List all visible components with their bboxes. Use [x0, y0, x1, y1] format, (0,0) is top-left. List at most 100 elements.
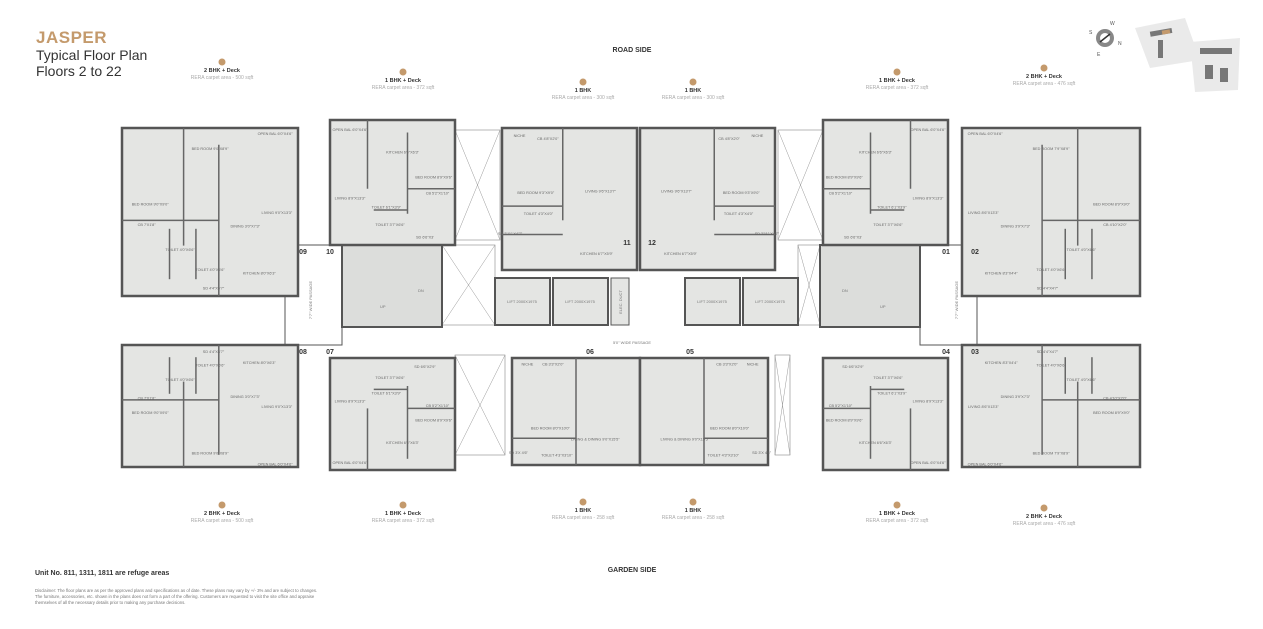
unit-area: RERA carpet area - 372 sqft — [372, 518, 435, 524]
room-label: BED ROOM 9'0"X9'0" — [132, 411, 170, 415]
unit-number: 10 — [326, 249, 334, 256]
room-label: SD 3'X 4'6" — [509, 451, 529, 455]
unit-area: RERA carpet area - 258 sqft — [662, 515, 725, 521]
room-label: SD 4'4"X4'7" — [1037, 350, 1059, 354]
unit-09[interactable]: BED ROOM 9'0"X9'0"BED ROOM 9'0"X8'9"CB 7… — [120, 126, 307, 298]
room-label: BED ROOM 9'0"X8'9" — [192, 147, 230, 151]
unit-02[interactable]: BED ROOM 8'9"X9'0"BED ROOM 7'9"X8'9"CB 4… — [960, 126, 1142, 298]
garden-side-label: GARDEN SIDE — [608, 567, 657, 574]
unit-number: 04 — [942, 349, 950, 356]
room-label: KITCHEN 8'0"X6'3" — [243, 271, 276, 275]
room-label: DINING 3'0"X7'3" — [230, 224, 260, 228]
compass-e: E — [1097, 52, 1101, 58]
room-label: SD 6'6"X3' — [844, 235, 862, 239]
unit-badge-icon — [893, 501, 901, 509]
unit-type: 1 BHK + Deck — [879, 511, 916, 517]
room-label: CB 5'2"X1'10" — [426, 404, 450, 408]
unit-outline — [120, 126, 300, 298]
room-label: CB 4'8"X2'0" — [537, 137, 559, 141]
room-label: BED ROOM 8'0"X10'0" — [710, 427, 750, 431]
room-label: BED ROOM 8'9"X9'6" — [826, 419, 864, 423]
room-label: BED ROOM 8'9"X9'6" — [415, 175, 453, 179]
unit-type: 2 BHK + Deck — [1026, 514, 1063, 520]
unit-badge-icon — [689, 78, 697, 86]
unit-badge-icon — [218, 58, 226, 66]
room-label: TOILET 4'0"X6'6" — [165, 248, 195, 252]
unit-03[interactable]: BED ROOM 8'9"X9'0"BED ROOM 7'9"X8'9"CB 4… — [960, 343, 1142, 469]
room-label: BED ROOM 8'9"X9'0" — [1093, 203, 1131, 207]
room-label: DINING 3'9"X7'3" — [1001, 395, 1031, 399]
room-label: LIVING 8'9"X13'3" — [335, 197, 366, 201]
room-label: BED ROOM 9'0"X8'9" — [192, 451, 230, 455]
lift-label: LIFT 2000X1975 — [697, 299, 728, 304]
room-label: TOILET 3'7"X6'6" — [375, 376, 405, 380]
stair-right — [819, 244, 921, 328]
room-label: KITCHEN 8'3"X4'4" — [985, 271, 1018, 275]
room-label: TOILET 3'7"X6'6" — [873, 223, 903, 227]
shaft — [454, 129, 501, 241]
unit-outline — [638, 126, 777, 272]
shaft — [441, 244, 496, 326]
unit-badge-icon — [579, 78, 587, 86]
room-label: LIVING 9'0"X13'3" — [262, 211, 293, 215]
unit-area: RERA carpet area - 372 sqft — [866, 85, 929, 91]
room-label: DINING 3'9"X7'3" — [1001, 224, 1031, 228]
refuge-note: Unit No. 811, 1311, 1811 are refuge area… — [35, 570, 170, 577]
room-label: TOILET 4'3"X3'10" — [707, 453, 739, 457]
unit-08[interactable]: BED ROOM 9'0"X9'0"BED ROOM 9'0"X8'9"CB 7… — [120, 343, 307, 469]
disclaimer: Disclaimer: The floor plans are as per t… — [35, 588, 318, 605]
unit-07[interactable]: OPEN BAL 6'0"X4'6"KITCHEN 6'6"X6'3"LIVIN… — [326, 349, 457, 472]
title-block: JASPER Typical Floor Plan Floors 2 to 22 — [36, 28, 147, 79]
unit-area: RERA carpet area - 300 sqft — [552, 95, 615, 101]
room-label: NICHE — [514, 134, 526, 138]
room-label: TOILET 3'7"X6'6" — [375, 223, 405, 227]
room-label: CB 5'2"X1'10" — [829, 404, 853, 408]
unit-01[interactable]: OPEN BAL 6'0"X4'6"KITCHEN 6'6"X6'3"LIVIN… — [821, 118, 950, 256]
unit-type: 1 BHK + Deck — [879, 78, 916, 84]
room-label: DINING 3'0"X7'3" — [230, 395, 260, 399]
unit-area: RERA carpet area - 372 sqft — [372, 85, 435, 91]
unit-number: 06 — [586, 349, 594, 356]
unit-area: RERA carpet area - 500 sqft — [191, 518, 254, 524]
room-label: LIVING 8'6"X13'3" — [968, 211, 999, 215]
unit-10[interactable]: OPEN BAL 6'0"X4'6"KITCHEN 6'6"X6'3"LIVIN… — [326, 118, 457, 256]
unit-badge-icon — [893, 68, 901, 76]
room-label: TOILET 4'0"X6'6" — [195, 268, 225, 272]
room-label: TOILET 4'0"X6'6" — [1067, 248, 1097, 252]
stair-up: UP — [380, 304, 386, 309]
room-label: BED ROOM 9'3"X9'0" — [723, 191, 761, 195]
room-label: BED ROOM 8'9"X9'0" — [1093, 411, 1131, 415]
room-label: OPEN BAL 6'0"X4'6" — [258, 132, 294, 136]
room-label: CB 4'10"X2'0" — [1103, 223, 1127, 227]
room-label: OPEN BAL 6'0"X4'6" — [968, 132, 1004, 136]
room-label: KITCHEN 6'6"X6'3" — [859, 441, 892, 445]
room-label: BED ROOM 8'9"X9'6" — [415, 419, 453, 423]
unit-outline — [960, 343, 1142, 469]
room-label: KITCHEN 6'6"X6'3" — [386, 441, 419, 445]
unit-badge-icon — [689, 498, 697, 506]
room-label: KITCHEN 6'7"X5'9" — [580, 252, 613, 256]
unit-number: 08 — [299, 349, 307, 356]
room-label: KITCHEN 6'7"X5'9" — [664, 252, 697, 256]
lift-4 — [742, 277, 799, 326]
unit-badge-icon — [218, 501, 226, 509]
room-label: OPEN BAL 6'0"X4'6" — [332, 461, 368, 465]
unit-outline — [821, 356, 950, 472]
room-label: TOILET 4'3"X4'0" — [524, 212, 554, 216]
room-label: OPEN BAL 6'0"X4'6" — [910, 128, 946, 132]
stair-up: UP — [880, 304, 886, 309]
room-label: TOILET 4'0"X6'6" — [1036, 364, 1066, 368]
room-label: TOILET 4'0"X6'6" — [1036, 268, 1066, 272]
room-label: SD 4'4"X4'7" — [203, 350, 225, 354]
shaft — [777, 129, 824, 241]
unit-04[interactable]: OPEN BAL 6'0"X4'6"KITCHEN 6'6"X6'3"LIVIN… — [821, 349, 950, 472]
room-label: TOILET 4'3"X3'10" — [541, 453, 573, 457]
room-label: CB 5'2"X1'10" — [426, 192, 450, 196]
